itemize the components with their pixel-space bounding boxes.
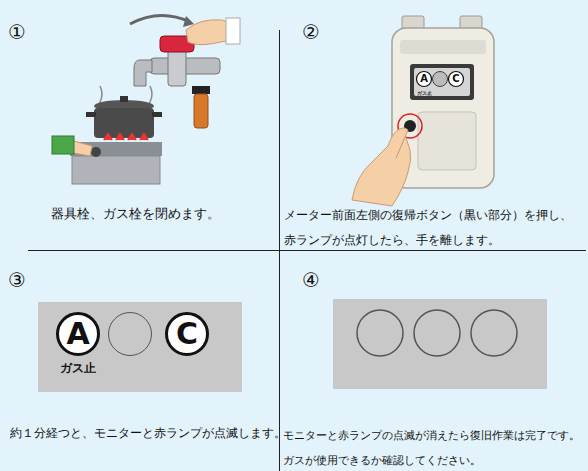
lamp-circle-empty (108, 312, 152, 356)
monitor-panel: ガス止 A C (38, 302, 242, 392)
step-text: 器具栓、ガス栓を閉めます。 (30, 206, 240, 223)
meter-lamp-letter: C (449, 72, 463, 86)
lamp-letter: C (176, 319, 198, 349)
meter-gas-stop: ガス止 (412, 90, 436, 96)
meter-lamp-letter: A (417, 72, 431, 86)
step-number: ② (302, 20, 332, 44)
divider (28, 250, 586, 251)
lamp-circle: A (56, 312, 100, 356)
monitor-panel-off (333, 299, 547, 389)
step-number: ③ (8, 268, 38, 292)
hand-illustration (352, 128, 411, 206)
stove-illustration (52, 86, 162, 184)
gas-stop-label: ガス止 (60, 362, 96, 374)
step-text: モニターと赤ランプの点滅が消えたら復旧作業は完了です。ガスが使用できるか確認して… (283, 424, 585, 471)
step-number: ① (8, 20, 38, 44)
lamp-circle: C (165, 312, 209, 356)
step-number: ④ (302, 268, 332, 292)
lamp-letter: A (66, 319, 89, 349)
step-text: メーター前面左側の復帰ボタン（黒い部分）を押し、赤ランプが点灯したら、手を離しま… (284, 203, 578, 252)
step-text: 約１分経つと、モニターと赤ランプが点滅します。 (10, 426, 276, 441)
